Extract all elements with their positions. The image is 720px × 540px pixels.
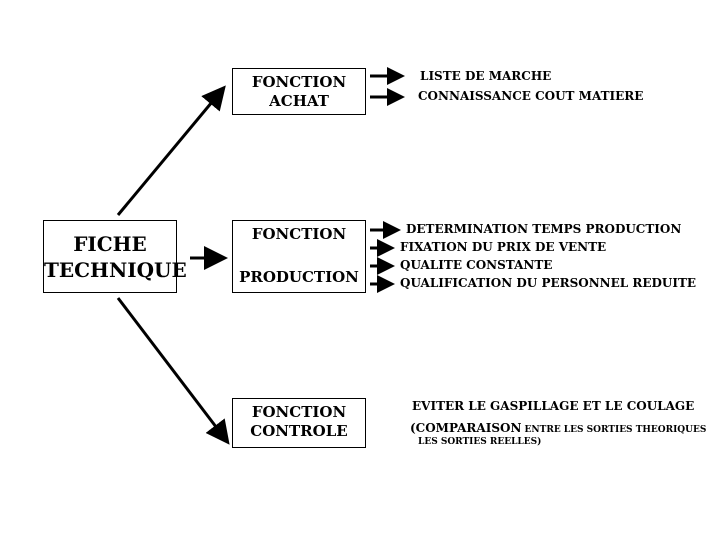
production-item-3: QUALITE CONSTANTE <box>400 258 553 272</box>
production-item-2: FIXATION DU PRIX DE VENTE <box>400 240 607 254</box>
technique-label: TECHNIQUE <box>44 258 187 282</box>
controle-item-2-main: (COMPARAISON <box>410 421 522 435</box>
fiche-technique-box: FICHE TECHNIQUE <box>43 220 187 293</box>
production-item-1: DETERMINATION TEMPS PRODUCTION <box>406 222 682 236</box>
controle-item-2-rest: ENTRE LES SORTIES THEORIQUES <box>521 425 707 435</box>
achat-line1: FONCTION <box>251 73 347 91</box>
fonction-controle-box: FONCTION CONTROLE <box>232 398 366 448</box>
production-line2: PRODUCTION <box>239 268 359 286</box>
controle-line1: FONCTION <box>251 403 347 421</box>
arrow-to-achat <box>116 85 226 216</box>
arrow-to-controle <box>116 297 230 445</box>
controle-item-2: (COMPARAISON ENTRE LES SORTIES THEORIQUE… <box>410 417 706 436</box>
fonction-achat-box: FONCTION ACHAT <box>232 68 366 115</box>
fonction-production-box: FONCTION PRODUCTION <box>232 220 366 293</box>
controle-line2: CONTROLE <box>250 422 348 440</box>
controle-item-1: EVITER LE GASPILLAGE ET LE COULAGE <box>412 399 695 413</box>
achat-line2: ACHAT <box>269 92 329 110</box>
controle-item-3: LES SORTIES REELLES) <box>418 437 542 447</box>
fiche-label: FICHE <box>73 232 147 256</box>
production-line1: FONCTION <box>251 225 347 243</box>
production-item-4: QUALIFICATION DU PERSONNEL REDUITE <box>400 276 697 290</box>
achat-item-1: LISTE DE MARCHE <box>420 69 552 83</box>
achat-item-2: CONNAISSANCE COUT MATIERE <box>418 89 644 103</box>
